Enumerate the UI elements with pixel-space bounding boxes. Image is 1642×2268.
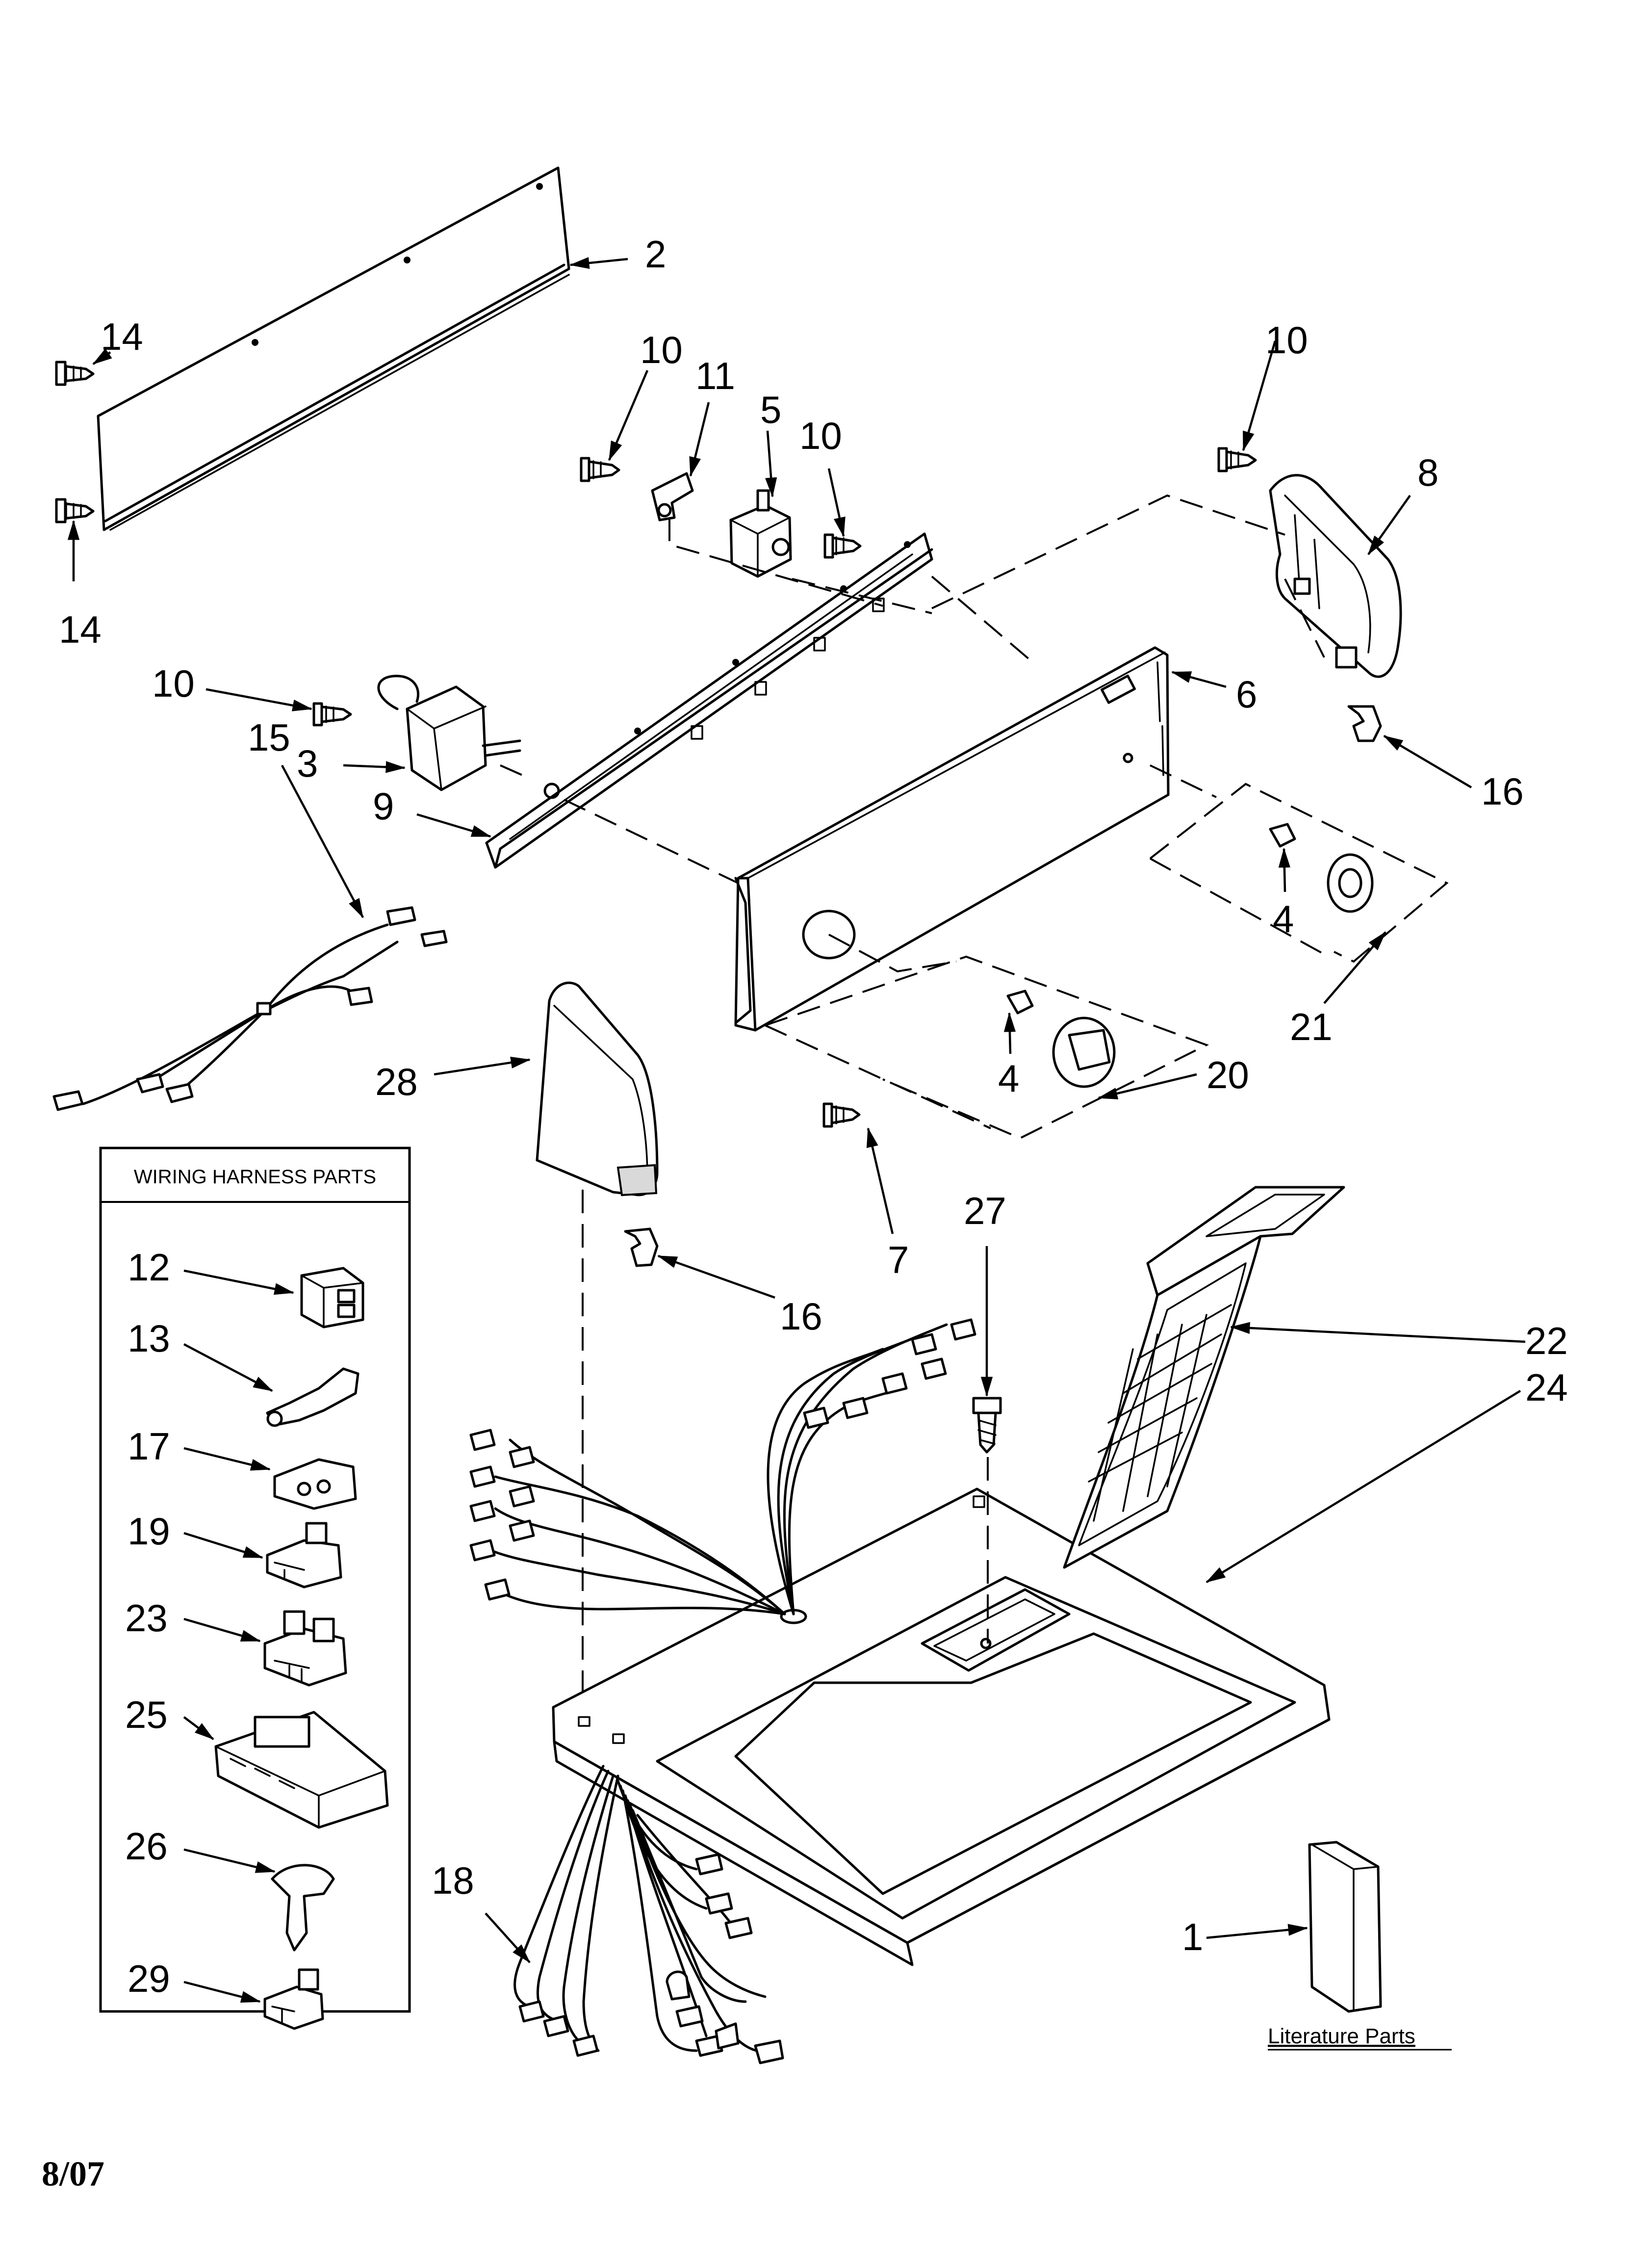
literature-part-1: [1308, 1841, 1382, 2013]
connector-part-29: [263, 1968, 324, 2030]
lint-screen-part-22: [1063, 1186, 1345, 1569]
harness-item-19: 19: [128, 1510, 170, 1553]
literature-parts-label: Literature Parts: [1268, 2024, 1415, 2048]
connector-part-23: [263, 1610, 347, 1687]
harness-item-12: 12: [128, 1246, 170, 1289]
control-bracket-part-9: [485, 532, 933, 869]
rear-panel-part-2: [97, 166, 570, 531]
wire-harness-part-18: [469, 1318, 976, 2064]
harness-item-25: 25: [125, 1693, 168, 1736]
callout-7: 7: [888, 1238, 909, 1281]
screw-part-14-bottom: [55, 498, 95, 523]
clip-part-26: [271, 1864, 335, 1952]
callout-28: 28: [375, 1060, 418, 1103]
callout-10-b: 10: [799, 414, 842, 457]
clip-part-16-right: [1347, 705, 1382, 742]
harness-box-title: WIRING HARNESS PARTS: [134, 1166, 376, 1188]
screw-part-10-c: [1217, 447, 1257, 472]
knob-assembly-part-21: [1149, 782, 1449, 963]
callout-21: 21: [1290, 1005, 1333, 1048]
connector-part-19: [266, 1522, 342, 1589]
harness-item-29: 29: [128, 1957, 170, 2000]
screw-part-27: [972, 1397, 1002, 1454]
end-cap-part-28: [536, 981, 659, 1197]
callout-11: 11: [695, 354, 735, 397]
callout-4-right: 4: [1273, 897, 1294, 940]
assembly-lines: [500, 494, 1325, 973]
console-part-6: [734, 646, 1170, 1032]
screw-part-10-a: [580, 457, 620, 482]
harness-item-26: 26: [125, 1825, 168, 1868]
connector-part-25: [214, 1711, 389, 1829]
screw-part-7: [822, 1102, 861, 1128]
callout-10-a: 10: [640, 328, 683, 371]
harness-item-13: 13: [128, 1317, 170, 1360]
callout-14-bottom: 14: [59, 608, 102, 651]
timer-part-3: [377, 675, 521, 791]
terminal-housing-part-12: [300, 1267, 364, 1329]
switch-part-5: [729, 489, 792, 578]
callout-2: 2: [645, 233, 666, 276]
callout-6: 6: [1236, 673, 1257, 716]
callout-27: 27: [964, 1189, 1006, 1232]
callout-15: 15: [248, 716, 290, 759]
end-cap-part-8: [1269, 474, 1402, 678]
callout-10-c: 10: [1265, 318, 1308, 362]
callout-14-top: 14: [101, 315, 143, 358]
callout-5: 5: [760, 388, 781, 431]
callout-18: 18: [432, 1859, 474, 1902]
hinge-part-11: [651, 472, 694, 521]
main-top-part-24: [552, 1487, 1331, 1966]
callout-22: 22: [1525, 1319, 1568, 1362]
callout-3: 3: [297, 742, 318, 785]
screw-part-10-b: [823, 533, 862, 559]
date-code: 8/07: [42, 2154, 104, 2193]
wire-harness-part-15: [52, 906, 448, 1111]
harness-item-23: 23: [125, 1596, 168, 1640]
screw-part-14-top: [55, 361, 95, 386]
callout-8: 8: [1417, 451, 1438, 494]
callout-1: 1: [1182, 1915, 1203, 1958]
connector-part-17: [273, 1458, 357, 1510]
knob-assembly-part-20: [765, 955, 1209, 1140]
callout-24: 24: [1525, 1366, 1568, 1409]
callout-16-mid: 16: [780, 1295, 822, 1338]
terminal-part-13: [266, 1367, 359, 1427]
clip-part-16-mid: [624, 1227, 659, 1267]
harness-item-17: 17: [128, 1425, 170, 1468]
screw-part-10-left: [312, 702, 352, 727]
callout-16-right: 16: [1481, 770, 1524, 813]
callout-20: 20: [1206, 1053, 1249, 1096]
callout-4-left: 4: [998, 1057, 1019, 1100]
callout-10-d: 10: [152, 662, 195, 705]
leader-lines: [67, 257, 1526, 2003]
callout-9: 9: [373, 784, 394, 828]
callout-labels: 2 14 14 10 11 5 10 10 8 10 15 3 9 6 16 4…: [42, 233, 1568, 2193]
